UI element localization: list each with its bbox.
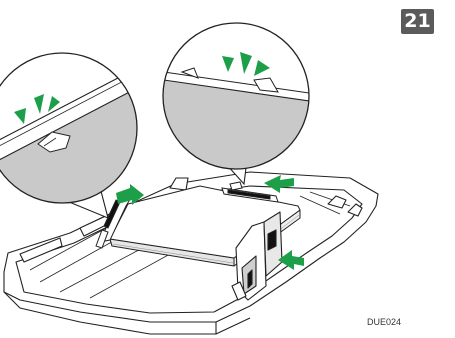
- callout-end-guide: [162, 22, 310, 186]
- click-sound-icon: [14, 94, 60, 124]
- callout-side-guide: [0, 52, 138, 219]
- green-arrow-icon: [116, 175, 304, 270]
- end-guide: [221, 181, 279, 203]
- side-guide-right: [231, 211, 283, 301]
- figure-code: DUE024: [367, 317, 402, 327]
- step-number-badge: 21: [401, 9, 434, 34]
- click-sound-icon: [222, 52, 270, 76]
